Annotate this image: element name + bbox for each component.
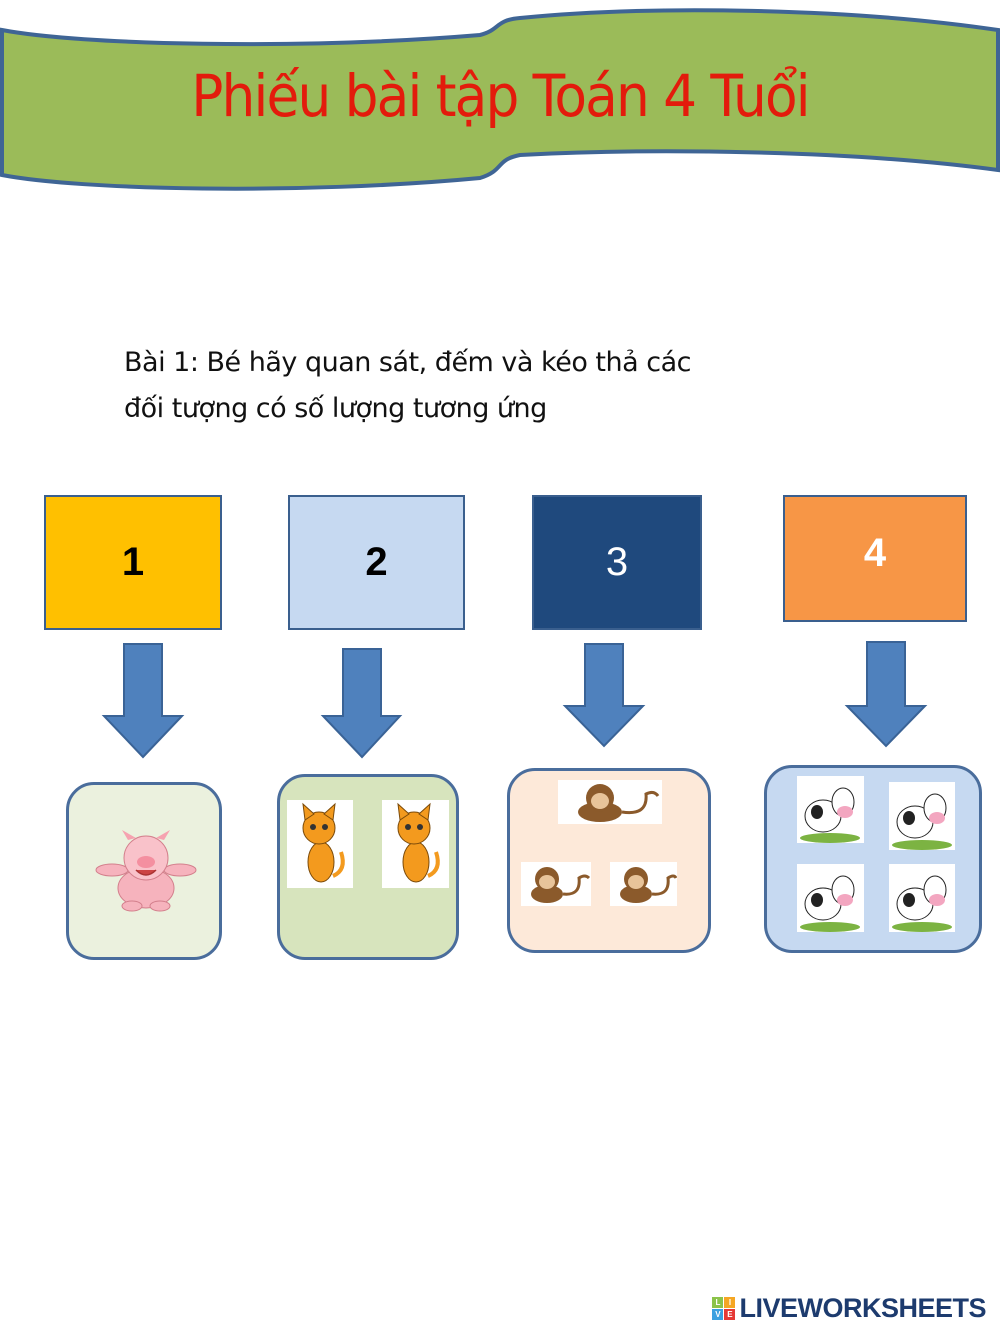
live-badge-icon: L I V E bbox=[712, 1297, 736, 1320]
cow-icon[interactable] bbox=[797, 776, 864, 843]
cat-icon[interactable] bbox=[287, 800, 353, 888]
cow-icon[interactable] bbox=[889, 864, 955, 932]
number-box-3[interactable]: 3 bbox=[532, 495, 702, 630]
page-title: Phiếu bài tập Toán 4 Tuổi bbox=[191, 62, 810, 130]
cow-icon[interactable] bbox=[889, 782, 955, 850]
liveworksheets-logo: L I V E LIVEWORKSHEETS bbox=[712, 1293, 986, 1324]
cow-icon[interactable] bbox=[797, 864, 864, 932]
arrow-down-icon bbox=[101, 643, 185, 759]
arrows bbox=[101, 641, 928, 759]
monkey-icon[interactable] bbox=[558, 780, 662, 824]
monkey-icon[interactable] bbox=[610, 862, 677, 906]
number-box-4[interactable]: 4 bbox=[783, 495, 967, 622]
arrow-down-icon bbox=[562, 643, 646, 748]
instruction-line-1: Bài 1: Bé hãy quan sát, đếm và kéo thả c… bbox=[124, 347, 692, 378]
cat-icon[interactable] bbox=[382, 800, 449, 888]
number-box-2[interactable]: 2 bbox=[288, 495, 465, 630]
logo-text: LIVEWORKSHEETS bbox=[739, 1293, 986, 1323]
number-box-1[interactable]: 1 bbox=[44, 495, 222, 630]
monkey-icon[interactable] bbox=[521, 862, 591, 906]
instruction-line-2: đối tượng có số lượng tương ứng bbox=[124, 393, 547, 424]
arrow-down-icon bbox=[320, 648, 403, 759]
instruction-text: Bài 1: Bé hãy quan sát, đếm và kéo thả c… bbox=[124, 340, 692, 432]
pig-icon[interactable] bbox=[92, 830, 200, 912]
title-banner bbox=[0, 8, 1000, 191]
arrow-down-icon bbox=[844, 641, 928, 748]
